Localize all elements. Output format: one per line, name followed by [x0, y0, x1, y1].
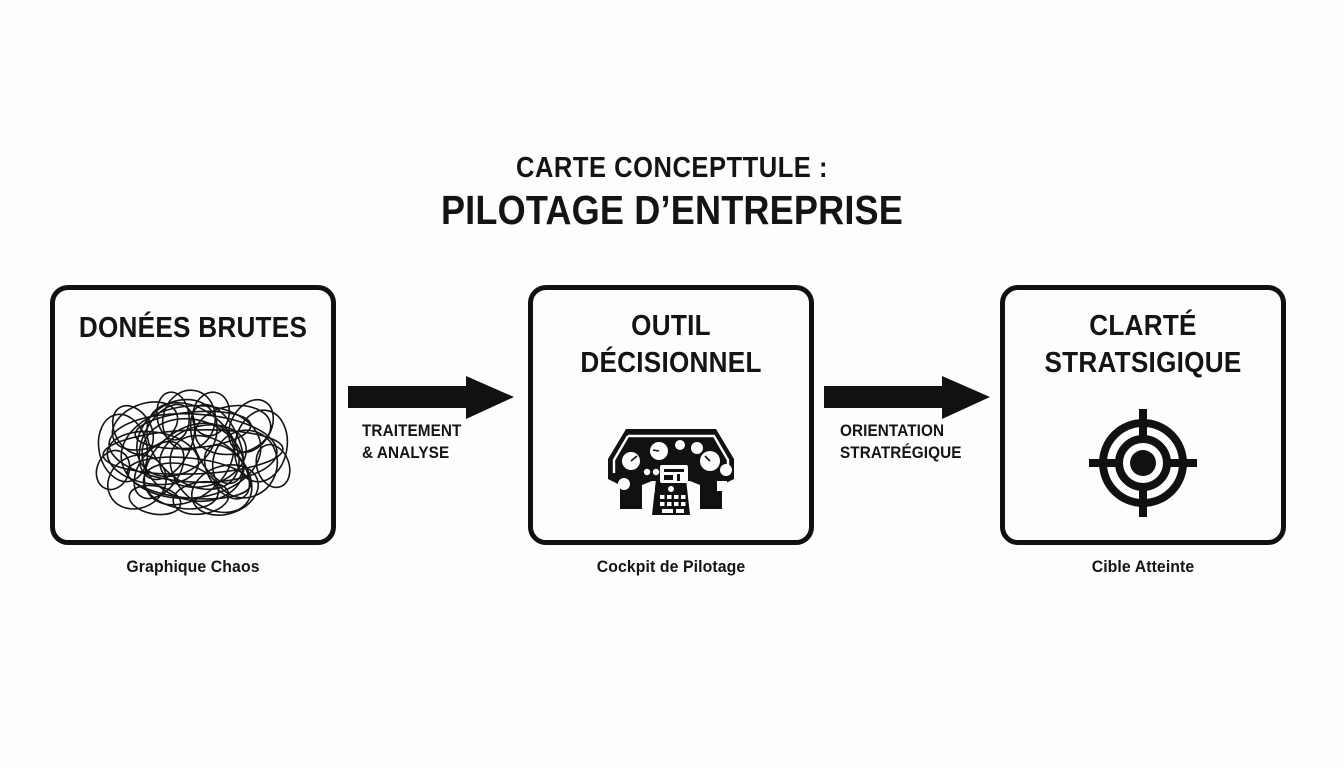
- arrow-right-icon: [824, 376, 990, 420]
- connector-2-label: ORIENTATION STRATRÉGIQUE: [840, 420, 962, 464]
- title-line-1: CARTE CONCEPTTULE :: [515, 152, 829, 184]
- cockpit-dashboard-icon: [533, 418, 809, 528]
- connector-2-label-line-1: ORIENTATION: [840, 421, 945, 440]
- node-3-caption: Cible Atteinte: [1091, 557, 1195, 576]
- connector-1-label-line-2: & ANALYSE: [362, 443, 450, 462]
- node-2-caption: Cockpit de Pilotage: [596, 557, 746, 576]
- connector-2-label-line-2: STRATRÉGIQUE: [840, 443, 962, 462]
- node-donnees-brutes[interactable]: DONÉES BRUTES: [50, 285, 336, 545]
- node-1-caption: Graphique Chaos: [126, 557, 260, 576]
- node-outil-decisionnel[interactable]: OUTIL DÉCISIONNEL: [528, 285, 814, 545]
- node-2-title-line-2: DÉCISIONNEL: [580, 347, 762, 379]
- title-line-2: PILOTAGE D’ENTREPRISE: [440, 187, 904, 233]
- arrow-right-icon: [348, 376, 514, 420]
- connector-1-label-line-1: TRAITEMENT: [362, 421, 462, 440]
- node-2-title-line-1: OUTIL: [631, 310, 711, 342]
- connector-1-label: TRAITEMENT & ANALYSE: [362, 420, 461, 464]
- node-3-title-line-1: CLARTÉ: [1089, 310, 1197, 342]
- node-clarte-strategique[interactable]: CLARTÉ STRATSIGIQUE: [1000, 285, 1286, 545]
- scribble-chaos-icon: [55, 382, 331, 522]
- node-1-title: DONÉES BRUTES: [78, 312, 308, 344]
- page-title: CARTE CONCEPTTULE : PILOTAGE D’ENTREPRIS…: [0, 150, 1344, 234]
- node-3-title: CLARTÉ STRATSIGIQUE: [1019, 308, 1267, 382]
- node-2-title: OUTIL DÉCISIONNEL: [547, 308, 795, 382]
- crosshair-target-icon: [1005, 398, 1281, 528]
- node-3-title-line-2: STRATSIGIQUE: [1044, 347, 1242, 379]
